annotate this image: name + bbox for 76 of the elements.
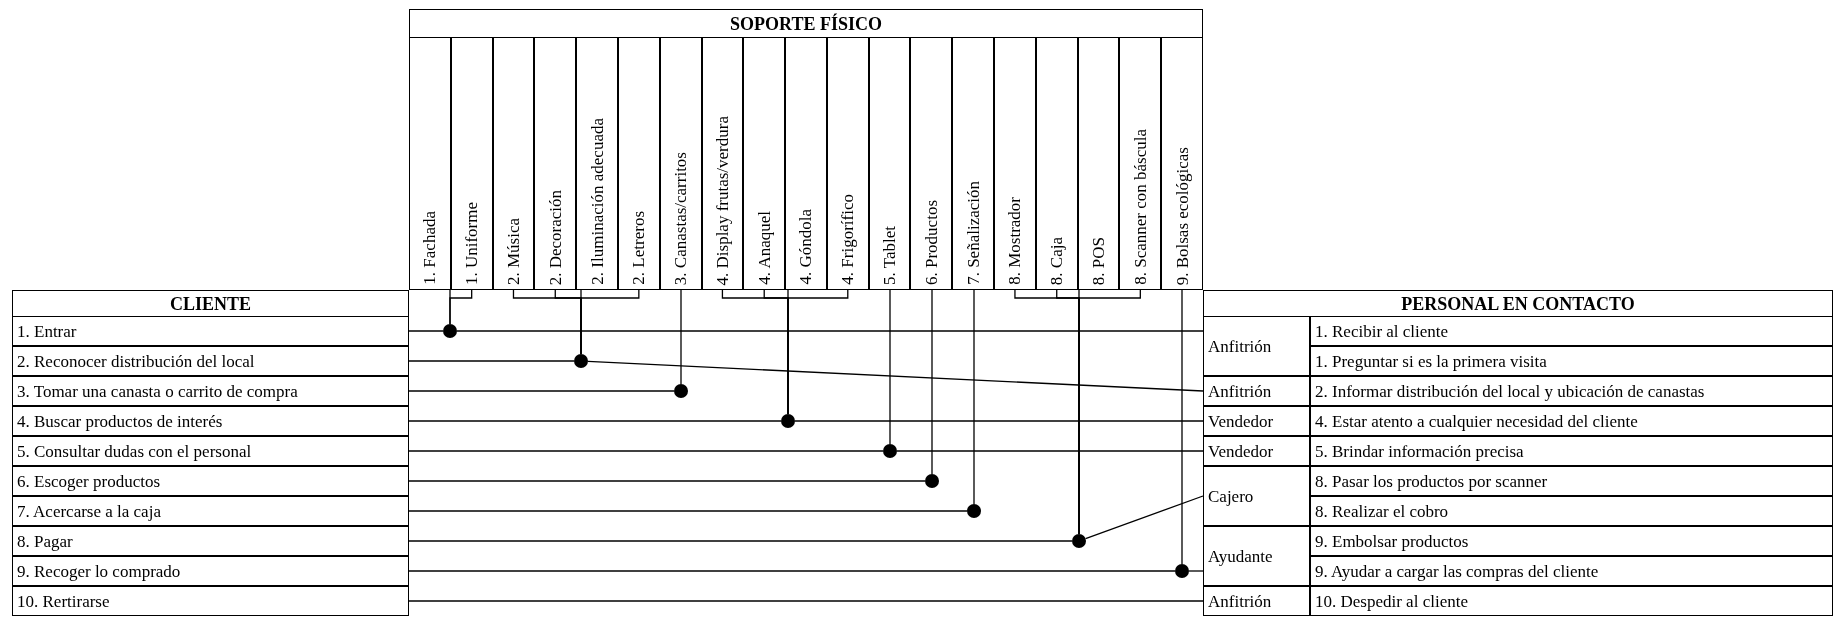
column-header: 8. Caja (1035, 37, 1078, 290)
column-header: 2. Música (492, 37, 535, 290)
column-header: 3. Canastas/carritos (659, 37, 702, 290)
column-header: 2. Decoración (534, 37, 577, 290)
table-row: 5. Consultar dudas con el personal (12, 436, 409, 466)
table-row: 9. Recoger lo comprado (12, 556, 409, 586)
connector-line (973, 289, 975, 505)
column-header: 2. Iluminación adecuada (576, 37, 618, 290)
connector-line (1188, 570, 1204, 572)
table-row: 9. Embolsar productos (1310, 526, 1833, 556)
connector-line (896, 450, 1204, 452)
connector-line (408, 480, 926, 482)
column-header: 4. Frigorífico (826, 37, 869, 290)
connector-line (408, 420, 782, 422)
table-row: 8. Pasar los productos por scanner (1310, 466, 1833, 496)
column-header: 1. Uniforme (450, 37, 493, 290)
table-row: 4. Estar atento a cualquier necesidad del cliente (1310, 406, 1833, 436)
column-header: 8. POS (1077, 37, 1120, 290)
table-row: 1. Entrar (12, 316, 409, 346)
connector-line (587, 360, 1204, 392)
column-header: 2. Letreros (617, 37, 660, 290)
column-header: 8. Mostrador (994, 37, 1036, 290)
column-header: 1. Fachada (409, 37, 451, 290)
connector-line (456, 330, 1204, 332)
table-row: 1. Recibir al cliente (1310, 316, 1833, 346)
table-row: 9. Ayudar a cargar las compras del cliente (1310, 556, 1833, 586)
table-frame (12, 290, 409, 616)
role-cell: Anfitrión (1203, 376, 1310, 406)
connector-line (1078, 289, 1141, 535)
table-row: 8. Pagar (12, 526, 409, 556)
connector-line (931, 289, 933, 475)
connector-line (794, 420, 1204, 422)
role-cell: Anfitrión (1203, 586, 1310, 616)
connector-line (408, 510, 968, 512)
connector-line (449, 289, 473, 325)
table-row: 2. Reconocer distribución del local (12, 346, 409, 376)
table-row: 4. Buscar productos de interés (12, 406, 409, 436)
connector-line (889, 289, 891, 445)
column-header: 8. Scanner con báscula (1119, 37, 1162, 290)
connector-line (408, 330, 444, 332)
column-header: 4. Góndola (785, 37, 827, 290)
column-header: 9. Bolsas ecológicas (1161, 37, 1203, 290)
table-row: 7. Acercarse a la caja (12, 496, 409, 526)
table-row: 3. Tomar una canasta o carrito de compra (12, 376, 409, 406)
role-cell: Vendedor (1203, 436, 1310, 466)
table-frame (409, 9, 1203, 290)
table-row: 6. Escoger productos (12, 466, 409, 496)
table-row: 1. Preguntar si es la primera visita (1310, 346, 1833, 376)
connector-line (408, 360, 575, 362)
table-row: 8. Realizar el cobro (1310, 496, 1833, 526)
table-header: SOPORTE FÍSICO (729, 12, 883, 36)
connector-line (680, 289, 682, 385)
column-header: 4. Display frutas/verdura (701, 37, 744, 290)
connector-line (408, 450, 884, 452)
connector-line (580, 289, 640, 355)
column-header: 4. Anaquel (743, 37, 786, 290)
connector-line (408, 570, 1176, 572)
connector-line (408, 600, 1204, 602)
column-header: 5. Tablet (868, 37, 911, 290)
table-row: 5. Brindar información precisa (1310, 436, 1833, 466)
table-frame (1203, 290, 1833, 616)
connector-line (408, 540, 1073, 542)
role-cell: Ayudante (1203, 526, 1310, 586)
role-cell: Anfitrión (1203, 316, 1310, 376)
role-cell: Vendedor (1203, 406, 1310, 436)
table-row: 2. Informar distribución del local y ubicación de canastas (1310, 376, 1833, 406)
connector-line (1181, 289, 1183, 565)
column-header: 6. Productos (910, 37, 953, 290)
table-header: PERSONAL EN CONTACTO (1400, 292, 1636, 316)
connector-line (787, 289, 849, 415)
role-cell: Cajero (1203, 466, 1310, 526)
connector-line (1084, 495, 1204, 540)
table-row: 10. Despedir al cliente (1310, 586, 1833, 616)
table-header: CLIENTE (169, 292, 252, 316)
column-header: 7. Señalización (952, 37, 995, 290)
connector-line (408, 390, 675, 392)
